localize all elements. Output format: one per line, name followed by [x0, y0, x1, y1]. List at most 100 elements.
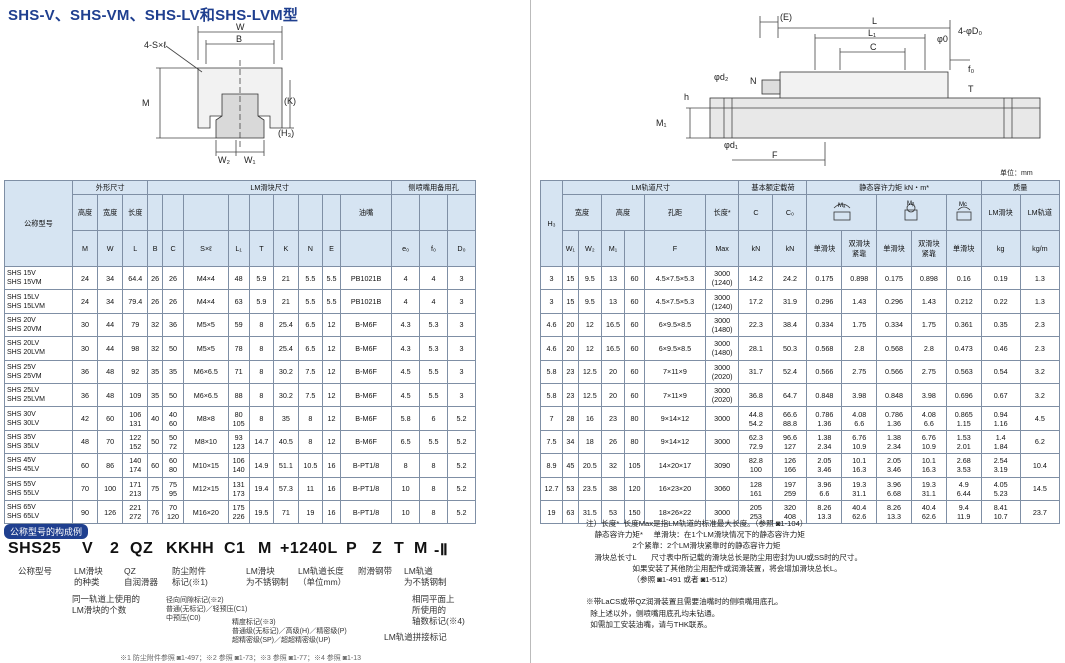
cell-n: 7.5	[297, 382, 324, 408]
cell-c: 50	[161, 336, 185, 361]
cell-max: 3000(2020)	[704, 359, 740, 384]
code-part: +1240L	[280, 540, 338, 557]
cell-mb1: 0.848	[876, 382, 912, 408]
cell-w2: 20.5	[577, 453, 602, 478]
code-part: C1	[224, 540, 246, 557]
cell-b: 60	[147, 453, 163, 478]
cell-w: 100	[97, 476, 124, 501]
mb-moment-icon: Mᵦ	[905, 201, 918, 220]
cell-w1: 34	[562, 429, 579, 455]
cell-mc: 0.16	[945, 265, 982, 291]
dim-c-label: C	[870, 42, 877, 52]
cell-l1: 48	[227, 265, 250, 291]
cell-kgm: 2.3	[1019, 336, 1061, 361]
cell-b: 26	[147, 265, 163, 291]
cell-h3: 8.9	[540, 453, 563, 478]
cell-ma1: 0.566	[806, 359, 843, 384]
cell-nip: B-M6F	[339, 336, 393, 361]
h-rating: 基本额定载荷	[738, 180, 808, 195]
cell-max: 3000	[704, 429, 740, 455]
label-dust: 防尘附件 标记(※1)	[172, 566, 208, 587]
cell-c0: 38.4	[772, 312, 808, 338]
cell-l: 64.4	[122, 265, 149, 291]
cell-l1: 59	[227, 312, 250, 338]
cell-k: 40.5	[273, 429, 299, 455]
cell-c: 28.1	[738, 336, 774, 361]
label-rail-length: LM轨道长度 （单位mm）	[298, 566, 347, 587]
label-same-rail: 同一轨道上使用的 LM滑块的个数	[72, 594, 141, 615]
cell-e: 5.5	[322, 289, 341, 314]
cell-h3: 19	[540, 499, 563, 525]
cell-d0: 3	[446, 265, 477, 291]
cell-kg: 0.67	[980, 382, 1021, 408]
cell-mb2: 0.898	[910, 265, 947, 291]
cell-d0: 5.2	[446, 429, 477, 455]
h-sl: S×ℓ	[183, 230, 229, 267]
cell-t: 5.9	[248, 265, 275, 291]
cell-w2: 12	[577, 312, 602, 338]
cell-kg: 0.35	[980, 312, 1021, 338]
h-n: N	[297, 230, 324, 267]
cell-b: 50	[147, 429, 163, 455]
cell-f0: 8	[419, 499, 448, 525]
cell-max: 3000	[704, 406, 740, 431]
cell-m1: 13	[600, 289, 626, 314]
cell-d: 6×9.5×8.5	[644, 312, 706, 338]
cell-e0: 10	[391, 476, 421, 501]
cell-mb2: 2.8	[910, 336, 947, 361]
cell-f: 80	[624, 406, 646, 431]
dim-n-label: N	[750, 76, 757, 86]
cell-ma1: 0.848	[806, 382, 843, 408]
cell-l1: 78	[227, 336, 250, 361]
cell-m1: 20	[600, 359, 626, 384]
cell-n: 10.5	[297, 453, 324, 478]
cell-e: 12	[322, 406, 341, 431]
cell-max: 3060	[704, 476, 740, 501]
cell-w1: 28	[562, 406, 579, 431]
cell-f0: 5.3	[419, 312, 448, 338]
cell-e0: 4	[391, 265, 421, 291]
dim-b-label: B	[236, 34, 242, 44]
h-m1: M₁	[600, 230, 626, 267]
cell-f: 80	[624, 429, 646, 455]
cell-h3: 7	[540, 406, 563, 431]
cell-m1: 38	[600, 476, 626, 501]
cell-e0: 4.5	[391, 382, 421, 408]
cell-mb2: 2.75	[910, 359, 947, 384]
code-part: QZ	[130, 540, 154, 557]
dim-f-label: F	[772, 150, 778, 160]
dim-l-label: L	[872, 16, 877, 26]
h-kgm: kg/m	[1019, 230, 1061, 267]
cell-m1: 20	[600, 382, 626, 408]
dim-w1-label: W₁	[244, 155, 256, 165]
cell-mb1: 0.175	[876, 265, 912, 291]
cell-kgm: 6.2	[1019, 429, 1061, 455]
cell-max: 3000(1480)	[704, 336, 740, 361]
dim-t-label: T	[968, 84, 974, 94]
cell-nip: B-PT1/8	[339, 476, 393, 501]
h-outer: 外形尺寸	[71, 180, 149, 195]
svg-text:Mc: Mc	[959, 202, 967, 208]
